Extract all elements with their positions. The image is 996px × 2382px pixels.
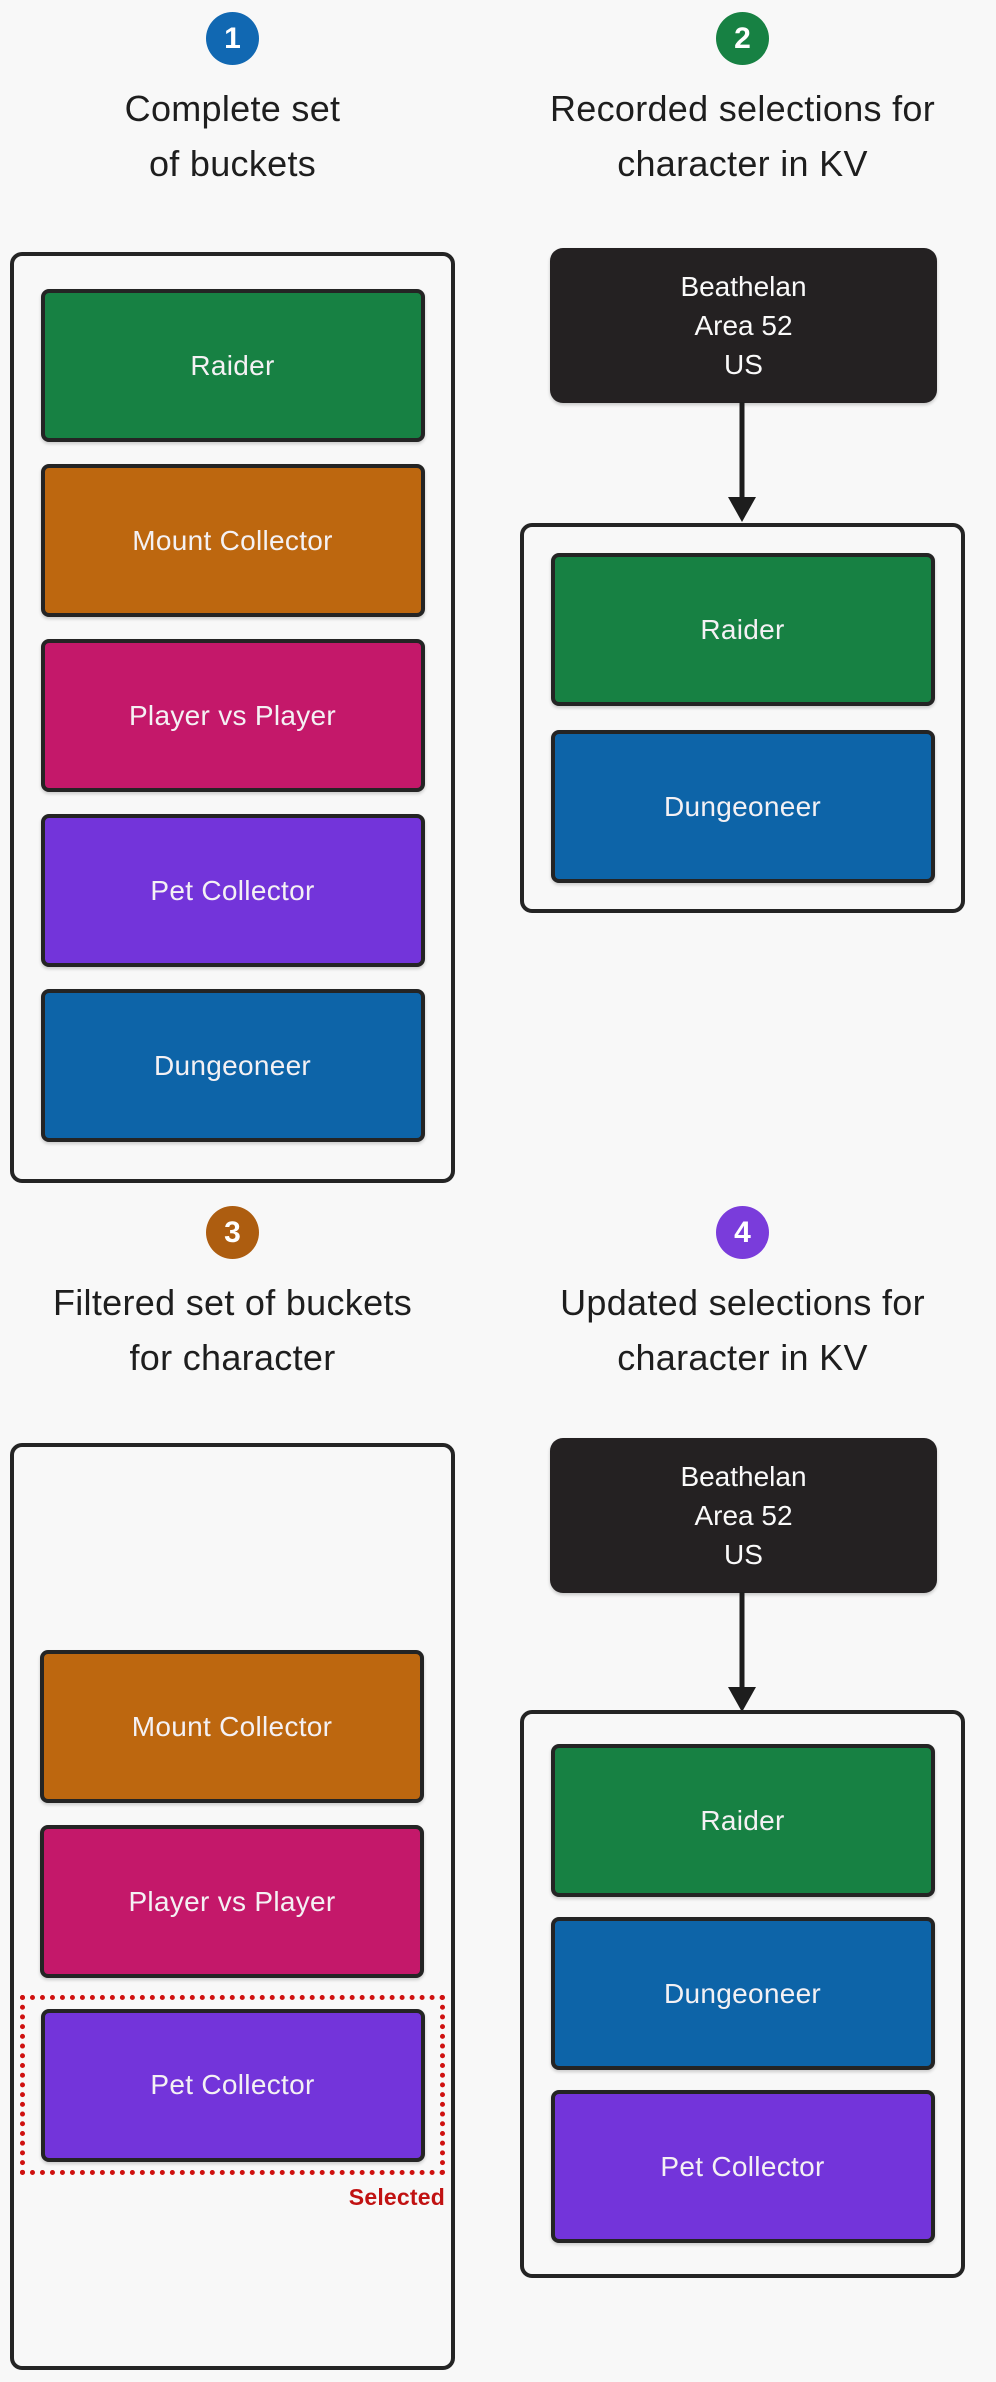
step3-filtered-list: Mount Collector Player vs Player Pet Col… — [10, 1443, 455, 2370]
kv-character-card: Beathelan Area 52 US — [550, 248, 937, 403]
step4-header: 4 Updated selections for character in KV — [520, 1206, 965, 1385]
step2-header: 2 Recorded selections for character in K… — [520, 12, 965, 191]
bucket-player-vs-player: Player vs Player — [40, 639, 425, 792]
kv-character-name: Beathelan — [680, 271, 807, 302]
step4-selection-list: Raider Dungeoneer Pet Collector — [520, 1710, 965, 2278]
step2-selection-list: Raider Dungeoneer — [520, 523, 965, 913]
kv-character-card-updated: Beathelan Area 52 US — [550, 1438, 937, 1593]
selected-label: Selected — [348, 2184, 445, 2210]
step3-header: 3 Filtered set of buckets for character — [10, 1206, 455, 1385]
filtered-player-vs-player: Player vs Player — [40, 1825, 424, 1978]
kv-realm: Area 52 — [694, 310, 793, 341]
kv-character-name: Beathelan — [680, 1461, 807, 1492]
selected-highlight-outline: Pet Collector — [20, 1995, 445, 2175]
filtered-pet-collector-selected: Pet Collector — [40, 2008, 425, 2162]
kv-region: US — [724, 1539, 763, 1570]
kv-region: US — [724, 349, 763, 380]
selection-dungeoneer: Dungeoneer — [550, 730, 935, 883]
down-arrow-icon — [728, 402, 756, 522]
step1-header: 1 Complete set of buckets — [10, 12, 455, 191]
step4-title-line2: character in KV — [617, 1337, 868, 1378]
kv-realm: Area 52 — [694, 1500, 793, 1531]
bucket-pet-collector: Pet Collector — [40, 814, 425, 967]
step2-title-line1: Recorded selections for — [549, 88, 936, 129]
updated-selection-dungeoneer: Dungeoneer — [550, 1917, 935, 2070]
step4-title-line1: Updated selections for — [560, 1282, 925, 1323]
selection-raider: Raider — [550, 553, 935, 706]
step4-badge: 4 — [716, 1206, 769, 1259]
step1-title: Complete set of buckets — [10, 81, 455, 191]
updated-selection-pet-collector: Pet Collector — [550, 2090, 935, 2243]
step3-title: Filtered set of buckets for character — [10, 1275, 455, 1385]
step3-title-line2: for character — [129, 1337, 336, 1378]
step3-title-line1: Filtered set of buckets — [52, 1282, 413, 1323]
step1-title-line2: of buckets — [148, 143, 317, 184]
step1-badge: 1 — [206, 12, 259, 65]
step2-badge: 2 — [716, 12, 769, 65]
step2-title: Recorded selections for character in KV — [520, 81, 965, 191]
bucket-mount-collector: Mount Collector — [40, 464, 425, 617]
step3-badge: 3 — [206, 1206, 259, 1259]
bucket-dungeoneer: Dungeoneer — [40, 989, 425, 1142]
step1-title-line1: Complete set — [124, 88, 341, 129]
filtered-mount-collector: Mount Collector — [40, 1650, 424, 1803]
bucket-raider: Raider — [40, 289, 425, 442]
step1-bucket-list: Raider Mount Collector Player vs Player … — [10, 252, 455, 1183]
step4-title: Updated selections for character in KV — [520, 1275, 965, 1385]
step2-title-line2: character in KV — [617, 143, 868, 184]
down-arrow-icon — [728, 1592, 756, 1712]
updated-selection-raider: Raider — [550, 1744, 935, 1897]
